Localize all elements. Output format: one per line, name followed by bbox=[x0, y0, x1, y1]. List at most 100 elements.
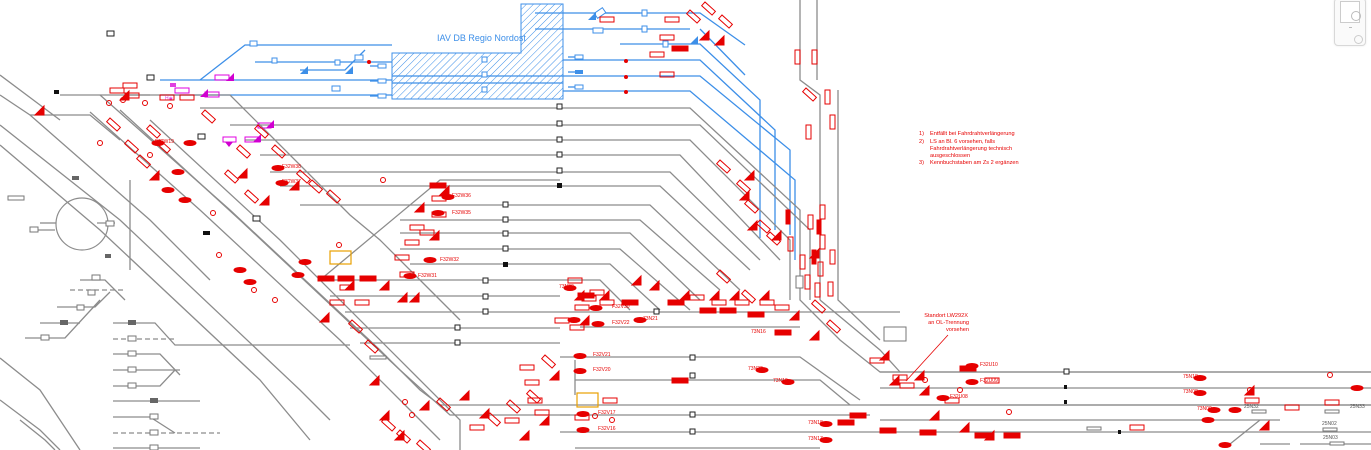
signal-symbol bbox=[689, 294, 705, 301]
track-labels: 73N20 73N21 73N22 73N19 73N18 73N17 73N1… bbox=[559, 284, 1365, 442]
signal-symbol bbox=[135, 154, 152, 169]
svg-text:3): 3) bbox=[919, 160, 924, 166]
signal-symbol bbox=[578, 314, 590, 326]
signal-symbol bbox=[363, 339, 380, 354]
svg-text:ausgeschlossen: ausgeschlossen bbox=[930, 153, 970, 159]
signal-symbol bbox=[380, 177, 386, 183]
signal-symbol bbox=[527, 397, 543, 404]
signal-symbol bbox=[1193, 390, 1207, 396]
signal-symbol bbox=[1350, 385, 1364, 391]
signal-symbol bbox=[599, 16, 615, 23]
signal-symbol bbox=[805, 124, 812, 140]
region-label: IAV DB Regio Nordost bbox=[437, 33, 526, 43]
signal-symbol bbox=[574, 304, 590, 311]
signal-symbol bbox=[409, 412, 415, 418]
signal-symbol bbox=[97, 140, 103, 146]
signal-symbol bbox=[794, 49, 801, 65]
signal-symbol bbox=[504, 417, 520, 424]
signal-symbol bbox=[235, 144, 252, 159]
signal-symbol bbox=[216, 252, 222, 258]
signal-symbol bbox=[518, 429, 530, 441]
signal-symbol bbox=[781, 379, 795, 385]
signal-symbol bbox=[685, 9, 702, 24]
signal-symbol bbox=[435, 397, 452, 412]
signal-symbol bbox=[630, 274, 642, 286]
signal-symbol bbox=[747, 311, 765, 318]
signal-symbol bbox=[633, 317, 647, 323]
svg-text:F32V30: F32V30 bbox=[612, 304, 630, 310]
signal-symbol bbox=[719, 307, 737, 314]
signal-symbol bbox=[210, 210, 216, 216]
svg-text:1): 1) bbox=[919, 131, 924, 137]
signal-symbol bbox=[824, 89, 831, 105]
signal-symbol bbox=[378, 409, 390, 421]
signal-symbol bbox=[251, 287, 257, 293]
signal-symbol bbox=[298, 259, 312, 265]
signal-symbol bbox=[922, 377, 928, 383]
signal-symbol bbox=[576, 427, 590, 433]
signal-symbol bbox=[317, 275, 335, 282]
svg-text:73N08: 73N08 bbox=[1183, 389, 1198, 395]
signal-symbol bbox=[1244, 397, 1260, 404]
signal-symbol bbox=[965, 379, 979, 385]
signal-symbol bbox=[664, 16, 680, 23]
zoom-icon[interactable] bbox=[1351, 11, 1361, 21]
signal-symbol bbox=[147, 152, 153, 158]
svg-text:Entfällt bei Fahrdrahtverlänge: Entfällt bei Fahrdrahtverlängerung bbox=[930, 131, 1015, 137]
signal-symbol bbox=[785, 209, 791, 225]
signal-symbol bbox=[243, 279, 257, 285]
svg-text:25N02: 25N02 bbox=[1322, 421, 1337, 427]
svg-text:25N33: 25N33 bbox=[1350, 404, 1365, 410]
signal-symbol bbox=[743, 199, 760, 214]
signal-symbol bbox=[378, 279, 390, 291]
signal-symbol bbox=[648, 279, 660, 291]
signal-symbol bbox=[567, 317, 581, 323]
signal-symbol bbox=[122, 82, 138, 89]
signal-symbol bbox=[413, 201, 425, 213]
signal-symbol bbox=[808, 329, 820, 341]
signal-symbol bbox=[928, 409, 940, 421]
signal-symbol bbox=[984, 377, 1000, 384]
signal-symbol bbox=[819, 437, 833, 443]
signal-symbol bbox=[291, 272, 305, 278]
signal-symbol bbox=[396, 291, 408, 303]
signal-symbol bbox=[918, 384, 930, 396]
signal-symbol bbox=[1327, 372, 1333, 378]
signal-symbol bbox=[913, 369, 925, 381]
signal-symbol bbox=[200, 109, 217, 124]
signal-symbol bbox=[717, 14, 734, 29]
signal-symbol bbox=[700, 1, 717, 16]
signal-symbol bbox=[402, 399, 408, 405]
signal-symbol bbox=[892, 374, 908, 381]
signal-symbol bbox=[525, 389, 542, 404]
signal-symbol bbox=[965, 363, 979, 369]
minimap-navigator[interactable] bbox=[1334, 0, 1366, 46]
signal-symbol bbox=[409, 224, 425, 231]
signal-symbol bbox=[1201, 417, 1215, 423]
blue-tracks bbox=[160, 6, 796, 260]
signal-symbol bbox=[734, 299, 750, 306]
signal-symbol bbox=[746, 219, 758, 231]
signal-symbol bbox=[253, 124, 270, 139]
svg-text:F32W38: F32W38 bbox=[282, 164, 301, 170]
signals bbox=[33, 1, 1364, 450]
svg-text:F32W31: F32W31 bbox=[418, 273, 437, 279]
signal-symbol bbox=[418, 399, 430, 411]
signal-symbol bbox=[429, 182, 447, 189]
signal-symbol bbox=[728, 289, 740, 301]
signal-symbol bbox=[671, 45, 689, 52]
signal-symbol bbox=[336, 242, 342, 248]
reset-view-icon[interactable] bbox=[1354, 35, 1363, 44]
signal-symbol bbox=[825, 319, 842, 334]
signal-symbol bbox=[171, 169, 185, 175]
signal-symbol bbox=[957, 387, 963, 393]
signal-symbol bbox=[609, 417, 615, 423]
signal-symbol bbox=[270, 144, 287, 159]
signal-symbol bbox=[811, 249, 817, 265]
special-signals: H◉ bbox=[165, 73, 274, 147]
signal-symbol bbox=[849, 412, 867, 419]
signal-symbol bbox=[1207, 407, 1221, 413]
signal-symbol bbox=[1247, 387, 1253, 393]
signal-symbol bbox=[770, 229, 782, 241]
